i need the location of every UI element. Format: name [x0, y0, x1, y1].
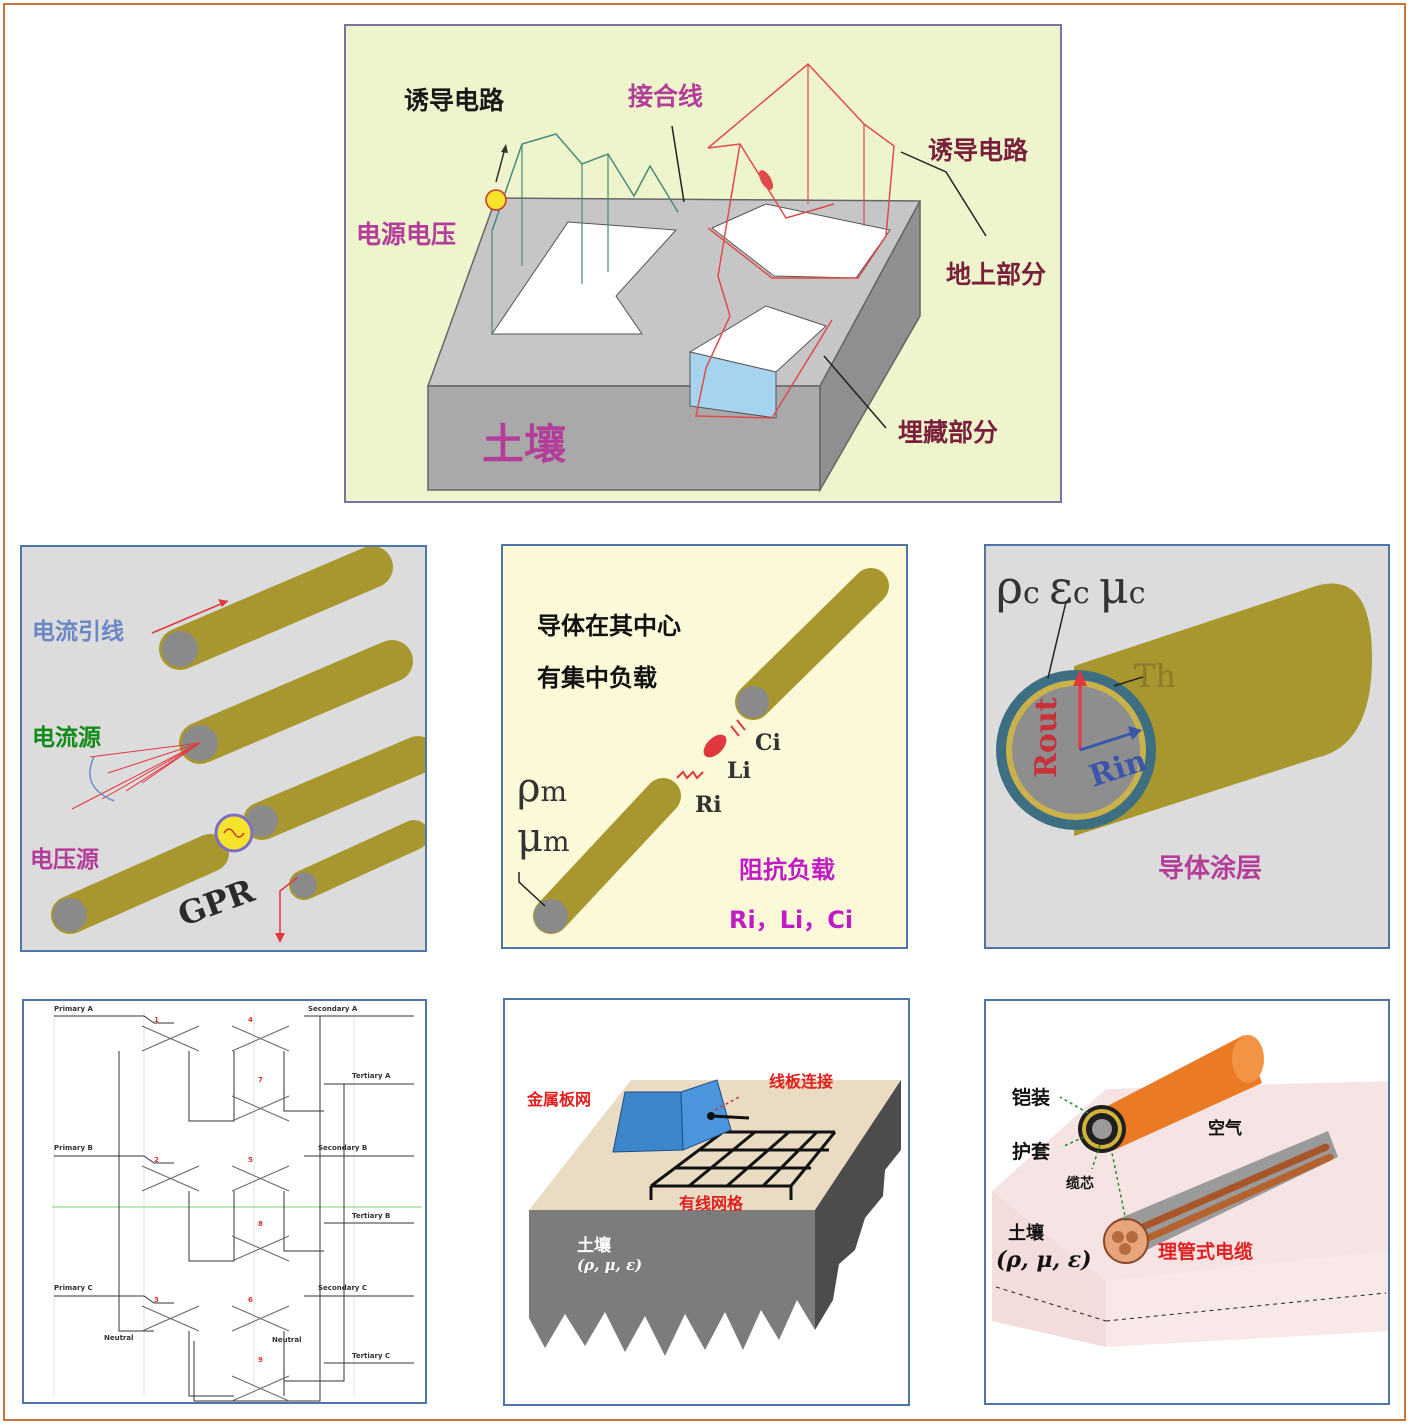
winding-num: 5: [248, 1156, 253, 1164]
voltage-source-icon: [485, 189, 507, 211]
soil-block-diagram: [426, 62, 987, 493]
winding-num: 8: [258, 1220, 263, 1228]
label-tertiary-c: Tertiary C: [352, 1352, 391, 1360]
inductor-icon: [703, 734, 727, 758]
metal-plate-right: [680, 1079, 732, 1151]
right-circuit-wire: [707, 62, 895, 279]
metal-plate-left: [612, 1091, 684, 1153]
label-li: Li: [727, 758, 751, 784]
label-above-ground: 地上部分: [946, 260, 1047, 289]
label-pipe-cable: 理管式电缆: [1158, 1241, 1254, 1263]
label-induced-circuit-right: 诱导电路: [928, 136, 1029, 165]
panel-lumped-load: 导体在其中心 有集中负载 ρm μm Ri Li Ci 阻抗负载 Ri，Li，C…: [501, 544, 908, 949]
panel-transformer-schematic: Primary A Primary B Primary C Secondary …: [22, 999, 427, 1404]
label-primary-c: Primary C: [54, 1284, 93, 1292]
lumped-load-diagram: [518, 568, 889, 934]
label-secondary-b: Secondary B: [318, 1144, 368, 1152]
label-secondary-a: Secondary A: [308, 1005, 358, 1013]
label-primary-a: Primary A: [54, 1005, 93, 1013]
label-bonding-wire: 接合线: [628, 82, 704, 111]
label-soil-params: (ρ, μ, ε): [996, 1247, 1092, 1273]
coated-conductor-diagram: [996, 583, 1372, 836]
label-soil-params: (ρ, μ, ε): [577, 1256, 643, 1274]
label-conductor-center: 导体在其中心: [537, 612, 681, 640]
label-air: 空气: [1208, 1119, 1242, 1139]
panel-sources: 电流引线 电流源 电压源 GPR: [20, 545, 427, 952]
label-ri: Ri: [695, 792, 722, 818]
outer-frame: [3, 3, 1406, 1421]
buried-cable-diagram: [992, 1035, 1388, 1347]
label-ci: Ci: [755, 730, 781, 756]
winding-num: 7: [258, 1076, 263, 1084]
label-voltage-source: 电压源: [30, 847, 99, 873]
label-armor: 铠装: [1012, 1087, 1051, 1109]
winding-num: 6: [248, 1296, 253, 1304]
pipe-cable-end: [1103, 1218, 1149, 1264]
label-mu-m: μm: [517, 815, 570, 861]
wire-grid: [649, 1130, 837, 1200]
winding-num: 3: [154, 1296, 159, 1304]
label-neutral-1: Neutral: [104, 1334, 134, 1342]
panel-buried-circuit: 诱导电路 接合线 诱导电路 电源电压 地上部分 埋藏部分 土壤: [344, 24, 1062, 503]
soil-side-face: [819, 200, 921, 493]
label-core: 缆芯: [1066, 1176, 1094, 1192]
right-pit: [711, 203, 891, 279]
bonding-wire-pointer: [671, 125, 685, 203]
soil-front-right: [1106, 1251, 1388, 1347]
label-wire-grid: 有线网格: [679, 1194, 744, 1213]
winding-num: 9: [258, 1356, 263, 1364]
label-current-lead: 电流引线: [32, 619, 124, 645]
label-metal-plate: 金属板网: [527, 1090, 592, 1109]
conductor-sources-diagram: [51, 547, 425, 943]
label-ri-li-ci: Ri，Li，Ci: [729, 906, 854, 934]
label-neutral-2: Neutral: [272, 1336, 302, 1344]
soil-front: [529, 1210, 815, 1356]
grid-plate-diagram: [529, 1079, 901, 1356]
label-secondary-c: Secondary C: [318, 1284, 368, 1292]
label-current-source: 电流源: [32, 725, 101, 751]
resistor-icon: [759, 170, 773, 190]
label-soil: 土壤: [482, 420, 567, 469]
armored-cable: [1098, 1035, 1262, 1151]
panel-coating: ρc εc μc Th Rout Rin 导体涂层: [984, 544, 1390, 949]
label-tertiary-b: Tertiary B: [352, 1212, 391, 1220]
label-tertiary-a: Tertiary A: [352, 1072, 391, 1080]
panel-cable: 铠装 护套 缆芯 空气 土壤 (ρ, μ, ε) 理管式电缆: [984, 999, 1390, 1405]
winding-num: 4: [248, 1016, 253, 1024]
winding-num: 1: [154, 1016, 159, 1024]
label-source-voltage: 电源电压: [356, 220, 457, 249]
resistor-icon: [676, 770, 704, 780]
label-wire-plate: 线板连接: [769, 1072, 834, 1091]
label-buried-part: 埋藏部分: [898, 418, 999, 447]
label-thickness: Th: [1134, 657, 1176, 695]
label-material-params: ρc εc μc: [996, 560, 1146, 614]
left-pit: [491, 221, 678, 335]
soil-front-left: [992, 1191, 1106, 1347]
label-sheath: 护套: [1012, 1141, 1051, 1163]
soil-side: [815, 1080, 901, 1330]
label-soil: 土壤: [577, 1236, 611, 1256]
conductor-core: [1012, 686, 1140, 814]
transformer-schematic: [52, 1011, 422, 1402]
capacitor-icon: [730, 725, 740, 737]
label-lumped-load: 有集中负载: [537, 664, 657, 692]
label-soil: 土壤: [1008, 1223, 1044, 1244]
label-rho-m: ρm: [517, 765, 568, 811]
label-primary-b: Primary B: [54, 1144, 93, 1152]
left-circuit-wire: [491, 133, 679, 232]
label-conductor-coating: 导体涂层: [1158, 854, 1263, 884]
buried-box-front: [689, 351, 777, 419]
panel-grid-plate: 金属板网 线板连接 有线网格 土壤 (ρ, μ, ε): [503, 998, 910, 1406]
label-impedance-load: 阻抗负载: [739, 856, 835, 884]
label-induced-circuit-left: 诱导电路: [404, 86, 505, 115]
winding-num: 2: [154, 1156, 159, 1164]
label-rout: Rout: [1029, 697, 1064, 778]
